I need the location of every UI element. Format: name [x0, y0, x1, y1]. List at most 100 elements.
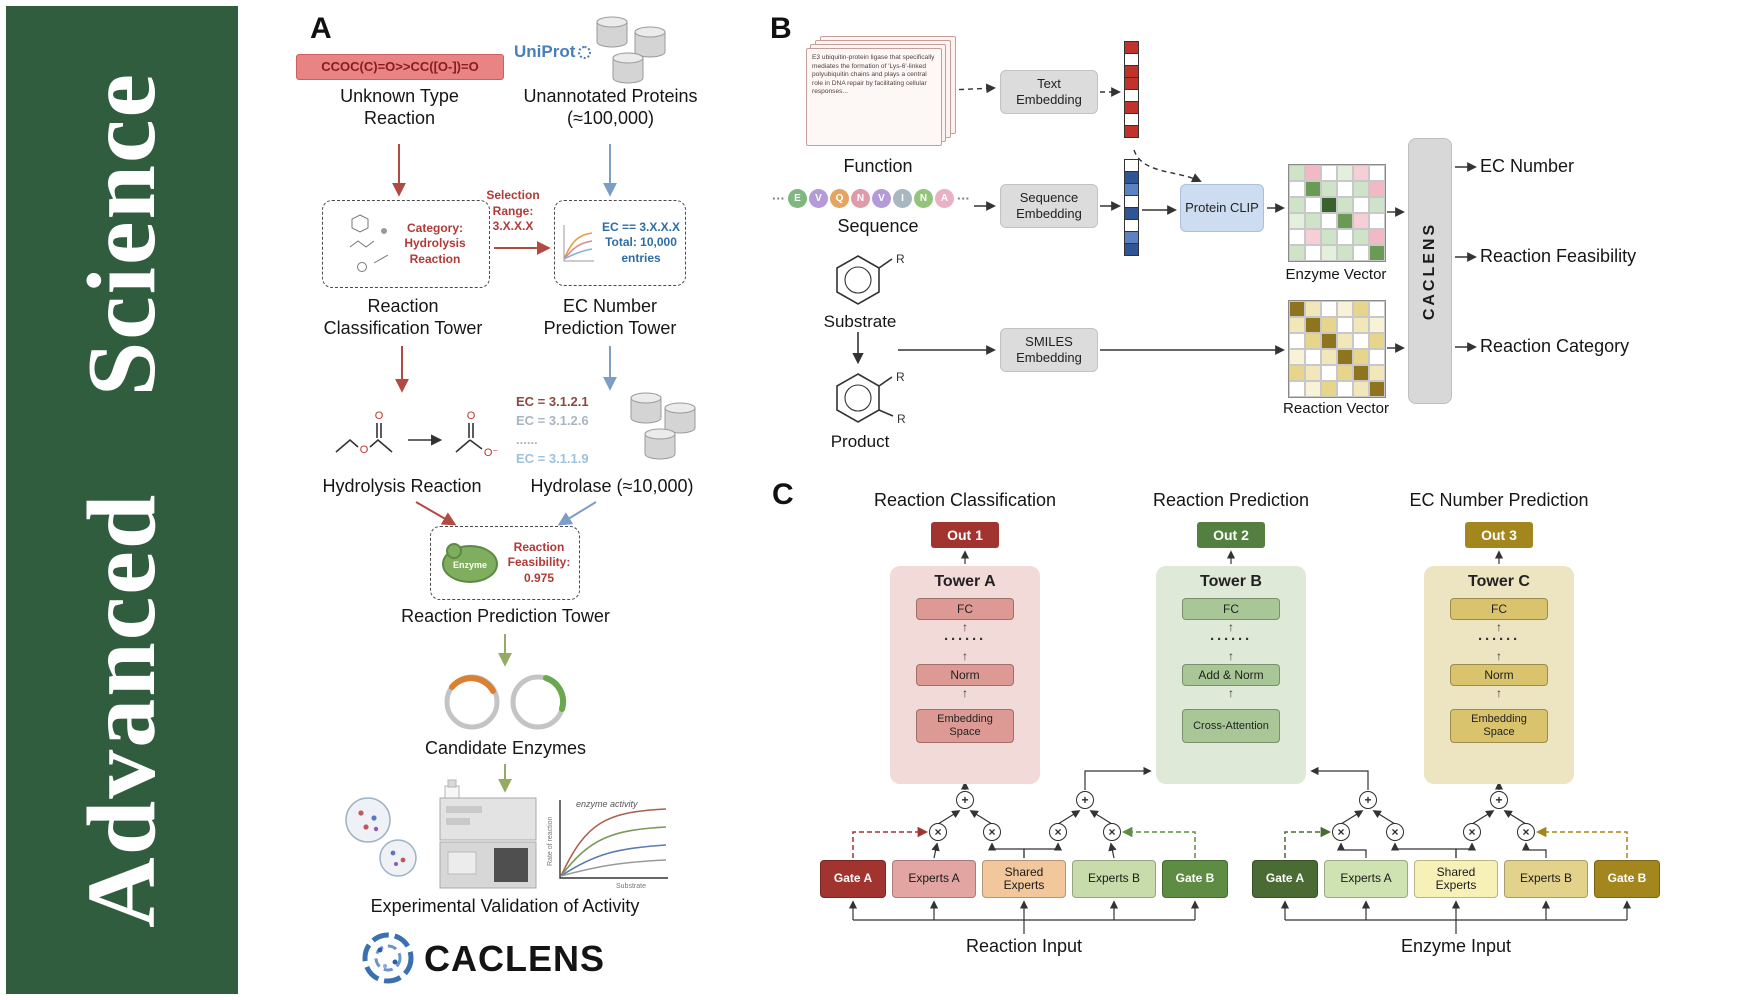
- matrix-cell: [1289, 317, 1305, 333]
- vector-cell: [1124, 243, 1139, 256]
- output-reaction-category: Reaction Category: [1480, 336, 1630, 356]
- sum-node: +: [1076, 791, 1094, 809]
- matrix-cell: [1353, 197, 1369, 213]
- matrix-cell: [1369, 229, 1385, 245]
- feasibility-text: Reaction Feasibility: 0.975: [508, 540, 571, 587]
- selection-line: 3.X.X.X: [492, 219, 534, 234]
- ec-number-prediction-tower-label: EC Number Prediction Tower: [543, 296, 677, 338]
- matrix-cell: [1337, 165, 1353, 181]
- ec-item: EC = 3.1.2.6: [516, 413, 589, 428]
- mul-node: ×: [929, 823, 947, 841]
- enzyme-blob-icon: Enzyme: [441, 543, 498, 583]
- sequence-residue: Q: [830, 189, 849, 208]
- out2-box: Out 2: [1197, 522, 1265, 548]
- enzyme-vector-label: Enzyme Vector: [1285, 266, 1387, 283]
- matrix-cell: [1289, 365, 1305, 381]
- matrix-cell: [1321, 381, 1337, 397]
- matrix-cell: [1289, 245, 1305, 261]
- norm-block: Norm: [916, 664, 1014, 686]
- matrix-cell: [1289, 301, 1305, 317]
- smiles-reaction-box: CCOC(C)=O>>CC([O-])=O: [296, 54, 504, 80]
- up-arrow: ↑: [962, 620, 968, 634]
- embedding-space-block: Embedding Space: [1450, 709, 1548, 743]
- ec-item: ......: [516, 432, 538, 447]
- reaction-experts-b: Experts B: [1072, 860, 1156, 898]
- dots: ······: [944, 631, 986, 648]
- up-arrow: ↑: [1228, 649, 1234, 663]
- reaction-prediction-tower-label: Reaction Prediction Tower: [401, 606, 610, 626]
- ec-filter-line: Total: 10,000: [605, 235, 677, 250]
- ec-filter-line: entries: [621, 250, 661, 265]
- ellipsis: ···: [772, 191, 785, 206]
- experimental-validation-label: Experimental Validation of Activity: [370, 896, 640, 916]
- matrix-cell: [1321, 301, 1337, 317]
- plot-xlabel: Substrate: [616, 883, 646, 890]
- matrix-cell: [1337, 349, 1353, 365]
- matrix-cell: [1305, 381, 1321, 397]
- up-arrow: ↑: [1496, 620, 1502, 634]
- hydrolase-label: Hydrolase (≈10,000): [530, 476, 694, 496]
- up-arrow: ↑: [1496, 649, 1502, 663]
- sequence-residue: V: [809, 189, 828, 208]
- sequence-embedding-box: Sequence Embedding: [1000, 184, 1098, 228]
- matrix-cell: [1321, 229, 1337, 245]
- matrix-cell: [1289, 197, 1305, 213]
- feasibility-line: 0.975: [523, 570, 555, 585]
- plot-title: enzyme activity: [576, 799, 638, 809]
- reaction-experts-a: Experts A: [892, 860, 976, 898]
- output-ec-number: EC Number: [1480, 156, 1575, 176]
- matrix-cell: [1289, 213, 1305, 229]
- mul-node: ×: [1049, 823, 1067, 841]
- substrate-label: Substrate: [823, 312, 897, 331]
- matrix-cell: [1337, 365, 1353, 381]
- matrix-cell: [1305, 333, 1321, 349]
- reaction-feasibility-box: Enzyme Reaction Feasibility: 0.975: [430, 526, 580, 600]
- embedding-space-block: Embedding Space: [916, 709, 1014, 743]
- matrix-cell: [1305, 229, 1321, 245]
- matrix-cell: [1353, 317, 1369, 333]
- matrix-cell: [1305, 349, 1321, 365]
- panel-c-wires: [848, 550, 1632, 934]
- matrix-cell: [1369, 197, 1385, 213]
- unknown-reaction-label: Unknown Type Reaction: [340, 86, 459, 128]
- ec-prediction-box: EC == 3.X.X.X Total: 10,000 entries: [554, 200, 686, 286]
- matrix-cell: [1369, 317, 1385, 333]
- mul-node: ×: [983, 823, 1001, 841]
- matrix-cell: [1369, 165, 1385, 181]
- matrix-cell: [1369, 301, 1385, 317]
- sequence-residue: A: [935, 189, 954, 208]
- matrix-cell: [1369, 213, 1385, 229]
- product-molecule-icon: R R: [836, 370, 906, 426]
- function-card-text: E3 ubiquitin-protein ligase that specifi…: [806, 48, 942, 146]
- product-label: Product: [830, 432, 890, 451]
- matrix-cell: [1337, 229, 1353, 245]
- matrix-cell: [1337, 213, 1353, 229]
- category-line: Reaction: [409, 251, 461, 266]
- title-ec-number-prediction: EC Number Prediction: [1409, 490, 1589, 510]
- reaction-shared-experts: Shared Experts: [982, 860, 1066, 898]
- enzyme-vector-matrix: [1288, 164, 1386, 262]
- matrix-cell: [1321, 181, 1337, 197]
- matrix-cell: [1337, 301, 1353, 317]
- svg-text:O⁻: O⁻: [484, 447, 499, 459]
- panel-b-label: B: [770, 12, 792, 45]
- feasibility-line: Feasibility:: [507, 555, 571, 570]
- matrix-cell: [1289, 229, 1305, 245]
- matrix-cell: [1353, 229, 1369, 245]
- category-line: Category:: [406, 220, 463, 235]
- panel-b-arrows: [898, 83, 1477, 355]
- unannotated-proteins-label: Unannotated Proteins (≈100,000): [523, 86, 698, 128]
- hydrolysis-molecules-icon: O O O O⁻: [335, 410, 499, 459]
- title-reaction-classification: Reaction Classification: [873, 490, 1057, 510]
- dots: ······: [1478, 631, 1520, 648]
- matrix-cell: [1321, 165, 1337, 181]
- enzyme-shared-experts: Shared Experts: [1414, 860, 1498, 898]
- reaction-gate-a: Gate A: [820, 860, 886, 898]
- matrix-cell: [1305, 301, 1321, 317]
- matrix-cell: [1321, 349, 1337, 365]
- tower-b-panel: Tower B FC ↑ ······ ↑ Add & Norm ↑ Cross…: [1156, 566, 1306, 784]
- matrix-cell: [1353, 213, 1369, 229]
- substituent-label: R: [896, 252, 905, 266]
